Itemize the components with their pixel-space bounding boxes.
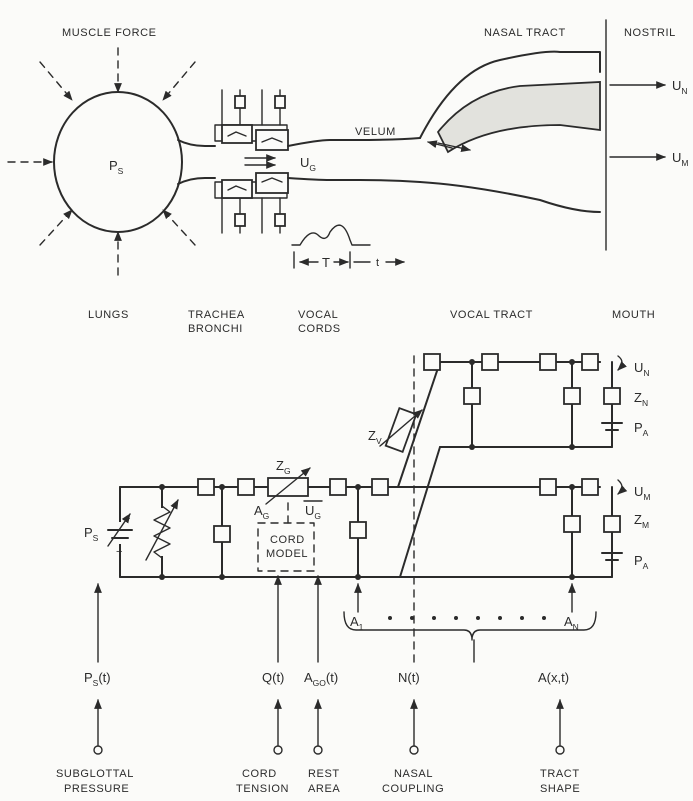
nasal-coupling-label-1: NASAL	[394, 768, 433, 780]
n-t-label: N(t)	[398, 670, 420, 685]
nasal-coupling-label-2: COUPLING	[382, 783, 444, 795]
vocal-cord-mechanics	[214, 89, 289, 234]
region-labels: LUNGS TRACHEA BRONCHI VOCAL CORDS VOCAL …	[88, 309, 655, 335]
velum-motion-arrow-2	[427, 140, 453, 149]
pa-top-label: PA	[634, 420, 649, 438]
series-elements	[197, 478, 599, 496]
ps-plus-sign: +	[124, 513, 131, 525]
nasal-tract-upper	[419, 50, 601, 139]
anatomy-schematic: MUSCLE FORCE NASAL TRACT NOSTRIL PS	[7, 19, 688, 276]
period-t-label: T	[322, 255, 330, 270]
muscle-force-arrows	[7, 47, 196, 276]
vocal-tract-upper	[287, 137, 421, 147]
shunt-elements	[213, 484, 621, 580]
a1-label: A1	[350, 614, 364, 632]
ps-label: PS	[109, 158, 124, 176]
subglottal-label-1: SUBGLOTTAL	[56, 768, 134, 780]
zg-element	[267, 477, 309, 497]
rest-area-label-1: REST	[308, 768, 340, 780]
velum-label: VELUM	[355, 126, 396, 138]
a-xt-label: A(x,t)	[538, 670, 569, 685]
subglottal-input-node	[93, 745, 103, 755]
trachea-lower-wall	[177, 177, 216, 185]
cord-model-line2: MODEL	[266, 548, 308, 560]
nostril-label: NOSTRIL	[624, 27, 676, 39]
mouth-region-label: MOUTH	[612, 309, 655, 321]
ag-label: AG	[254, 503, 269, 521]
nasal-coupling-input-node	[409, 745, 419, 755]
zg-label: ZG	[276, 458, 291, 476]
tract-shape-label-2: SHAPE	[540, 783, 580, 795]
circuit-analog: + − PS	[84, 353, 650, 641]
trachea-upper-wall	[177, 139, 216, 147]
circuit-ug-label: UG	[305, 503, 321, 521]
velum-shape	[436, 81, 601, 154]
pa-bot-label: PA	[634, 553, 649, 571]
bronchi-region-label: BRONCHI	[188, 323, 243, 335]
cord-model-line1: CORD	[270, 534, 305, 546]
velum-motion-arrow	[437, 142, 471, 152]
nasal-tract-label: NASAL TRACT	[484, 27, 566, 39]
an-label: AN	[564, 614, 579, 632]
um-label: UM	[672, 150, 688, 168]
tract-shape-label-1: TRACT	[540, 768, 580, 780]
glottal-waveform	[291, 224, 371, 246]
circuit-ps-label: PS	[84, 525, 99, 543]
cord-tension-label-2: TENSION	[236, 783, 289, 795]
vocal-tract-lower	[287, 177, 421, 183]
ago-t-label: AGO(t)	[304, 670, 338, 688]
ps-minus-sign: −	[116, 546, 123, 558]
cords-region-label: CORDS	[298, 323, 341, 335]
rest-area-input-node	[313, 745, 323, 755]
zv-label: ZV	[368, 428, 382, 446]
subglottal-label-2: PRESSURE	[64, 783, 129, 795]
rest-area-label-2: AREA	[308, 783, 340, 795]
zm-label: ZM	[634, 512, 649, 530]
nasal-branch-line	[397, 361, 601, 488]
muscle-force-label: MUSCLE FORCE	[62, 27, 157, 39]
vocal-region-label: VOCAL	[298, 309, 338, 321]
area-dots	[388, 616, 546, 620]
cord-tension-input-node	[273, 745, 283, 755]
mouth-lower-wall	[419, 181, 601, 213]
zn-label: ZN	[634, 390, 648, 408]
q-t-label: Q(t)	[262, 670, 284, 685]
circuit-um-label: UM	[634, 484, 650, 502]
vocal-tract-region-label: VOCAL TRACT	[450, 309, 533, 321]
tract-shape-input-node	[555, 745, 565, 755]
area-function-brace	[343, 611, 597, 641]
time-t-label: t	[376, 257, 380, 269]
ug-label: UG	[300, 155, 316, 173]
ps-t-label: PS(t)	[84, 670, 111, 688]
circuit-un-label: UN	[634, 360, 650, 378]
trachea-region-label: TRACHEA	[188, 309, 245, 321]
lungs-shape	[53, 91, 183, 233]
cord-model-box	[257, 522, 315, 572]
lungs-region-label: LUNGS	[88, 309, 129, 321]
zv-element	[384, 406, 418, 454]
cord-tension-label-1: CORD	[242, 768, 277, 780]
un-label: UN	[672, 78, 688, 96]
control-inputs: PS(t) Q(t) AGO(t) N(t) A(x,t)	[84, 355, 569, 755]
bottom-labels: SUBGLOTTAL PRESSURE CORD TENSION REST AR…	[56, 768, 580, 795]
